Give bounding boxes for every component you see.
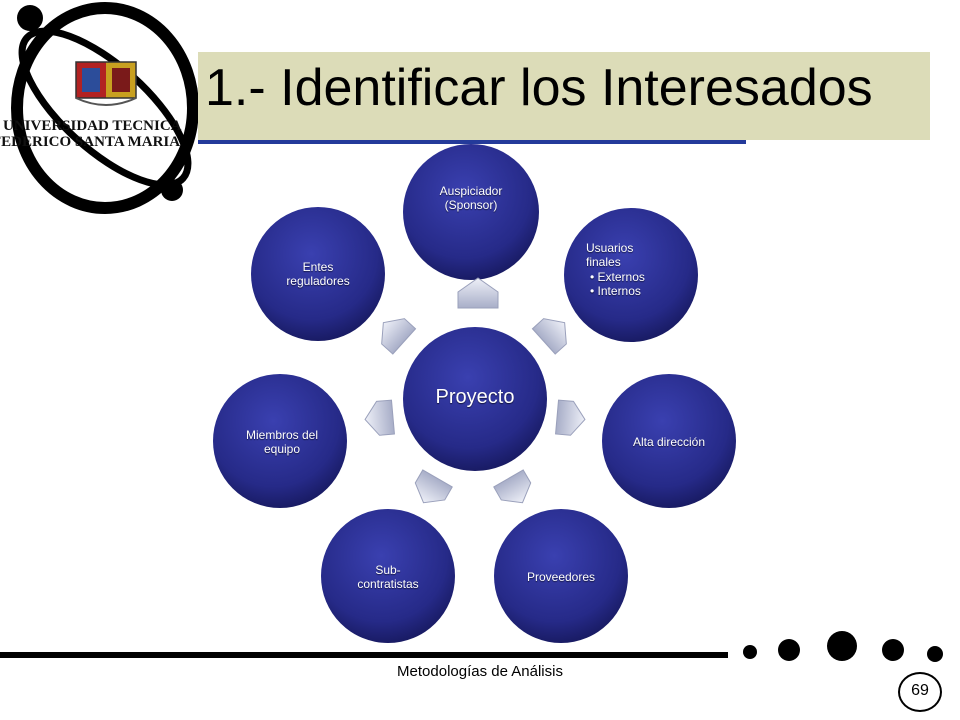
node-miembros	[213, 374, 347, 508]
stakeholder-diagram	[213, 144, 736, 643]
arrow-to-entes	[381, 318, 417, 355]
node-sponsor	[403, 144, 539, 280]
logo-text-top: UNIVERSIDAD TECNICA	[3, 118, 182, 134]
university-logo: UNIVERSIDAD TECNICA FEDERICO SANTA MARIA	[0, 2, 199, 214]
slide-title: 1.- Identificar los Interesados	[205, 59, 873, 117]
label-miembros: Miembros del equipo	[245, 428, 319, 456]
label-sponsor: Auspiciador (Sponsor)	[439, 184, 503, 212]
label-subcontratistas: Sub- contratistas	[357, 563, 419, 591]
label-proyecto: Proyecto	[435, 386, 515, 408]
label-entes: Entes reguladores	[286, 260, 350, 288]
footer-course-name: Metodologías de Análisis	[397, 663, 563, 680]
node-subcontratistas	[321, 509, 455, 643]
arrow-to-alta	[555, 399, 586, 436]
node-usuarios	[564, 208, 698, 342]
node-entes	[251, 207, 385, 341]
arrow-to-subcontratistas	[414, 469, 453, 504]
arrow-to-sponsor	[457, 277, 499, 309]
node-proyecto	[403, 327, 547, 471]
page-number-badge	[898, 672, 942, 712]
node-alta	[602, 374, 736, 508]
label-alta: Alta dirección	[632, 435, 706, 449]
node-proveedores	[494, 509, 628, 643]
label-proveedores: Proveedores	[526, 570, 596, 584]
footer-dots-decoration	[743, 631, 943, 662]
title-underline	[198, 140, 746, 144]
arrow-to-usuarios	[531, 318, 567, 355]
arrow-to-proveedores	[493, 469, 532, 504]
footer-rule	[0, 652, 728, 658]
arrow-to-miembros	[364, 399, 395, 436]
title-banner	[198, 52, 930, 140]
shield-icon	[75, 61, 137, 106]
logo-text-bottom: FEDERICO SANTA MARIA	[0, 134, 180, 150]
label-usuarios: Usuarios finales • Externos • Internos	[586, 241, 645, 298]
page-number: 69	[911, 682, 929, 699]
